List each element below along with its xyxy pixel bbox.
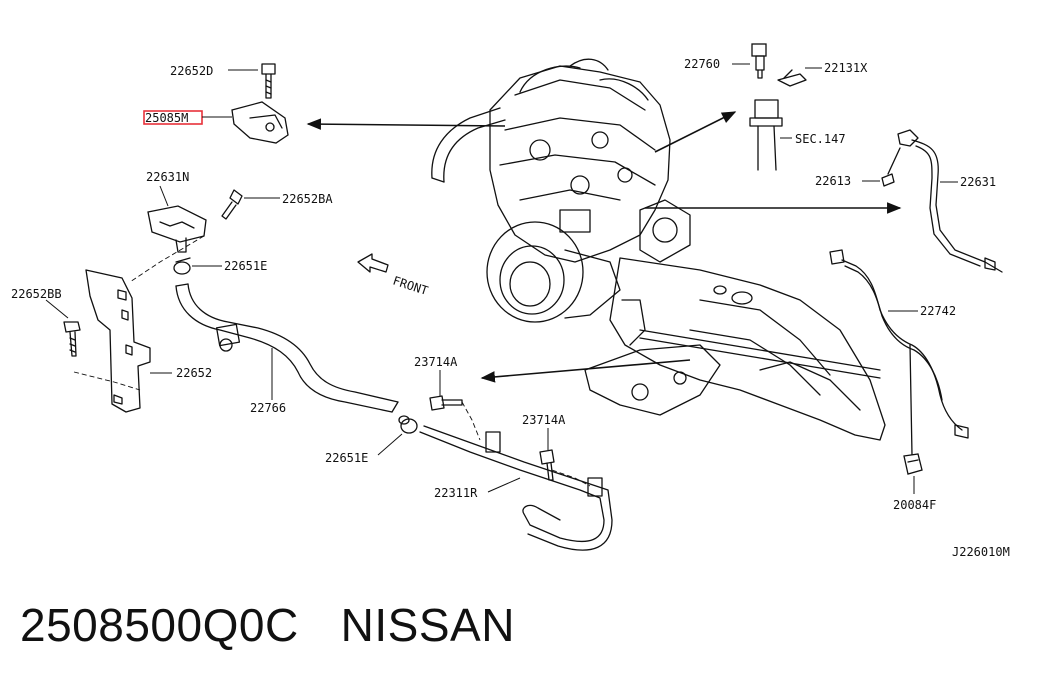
callout-22766[interactable]: 22766 [250, 401, 286, 415]
temp-sensor-22760[interactable] [751, 43, 767, 79]
callout-22652d[interactable]: 22652D [170, 64, 213, 78]
callout-22613[interactable]: 22613 [815, 174, 851, 188]
front-label: FRONT [391, 274, 430, 298]
clamp-22651e-top[interactable] [173, 257, 191, 275]
front-indicator [357, 253, 389, 273]
tube-22311r[interactable] [419, 425, 613, 551]
callout-22652[interactable]: 22652 [176, 366, 212, 380]
exhaust-sensor-22631[interactable] [897, 129, 1003, 273]
callout-22742[interactable]: 22742 [920, 304, 956, 318]
bolt-22652ba[interactable] [221, 189, 243, 220]
callout-22652ba[interactable]: 22652BA [282, 192, 333, 206]
clip-22613[interactable] [881, 147, 901, 187]
hose-22766[interactable] [175, 283, 399, 413]
callout-22631n[interactable]: 22631N [146, 170, 189, 184]
callout-23714a-left[interactable]: 23714A [414, 355, 458, 369]
diagram-code: J226010M [952, 545, 1010, 559]
callout-22652bb[interactable]: 22652BB [11, 287, 62, 301]
callout-sec147[interactable]: SEC.147 [795, 132, 846, 146]
bracket-22652[interactable] [85, 269, 151, 413]
exhaust-catalyst [584, 257, 886, 441]
callout-22311r[interactable]: 22311R [434, 486, 478, 500]
sensor-22631n[interactable] [147, 205, 207, 253]
callout-22651e-top[interactable]: 22651E [224, 259, 267, 273]
bolt-23714a-right[interactable] [539, 449, 555, 481]
callout-22760[interactable]: 22760 [684, 57, 720, 71]
clamp-22651e-bottom[interactable] [398, 415, 418, 434]
hose-sec147[interactable] [749, 99, 783, 171]
callout-22631[interactable]: 22631 [960, 175, 996, 189]
callout-25085m[interactable]: 25085M [145, 111, 188, 125]
bolt-22652bb[interactable] [63, 321, 81, 357]
bolt-22652d[interactable] [261, 63, 276, 99]
callout-23714a-right[interactable]: 23714A [522, 413, 566, 427]
engine-assembly [431, 58, 691, 323]
callout-20084f[interactable]: 20084F [893, 498, 936, 512]
bolt-23714a-left[interactable] [429, 395, 463, 411]
callout-22131x[interactable]: 22131X [824, 61, 868, 75]
clip-22131x[interactable] [777, 69, 807, 87]
harness-22742[interactable] [829, 249, 969, 456]
footer-title: 2508500Q0C NISSAN [20, 598, 557, 652]
part-number: 2508500Q0C [20, 599, 299, 651]
brand-name: NISSAN [340, 599, 515, 651]
connector-20084f[interactable] [903, 453, 923, 475]
pressure-sensor-25085m[interactable] [231, 101, 289, 144]
callout-22651e-bottom[interactable]: 22651E [325, 451, 368, 465]
